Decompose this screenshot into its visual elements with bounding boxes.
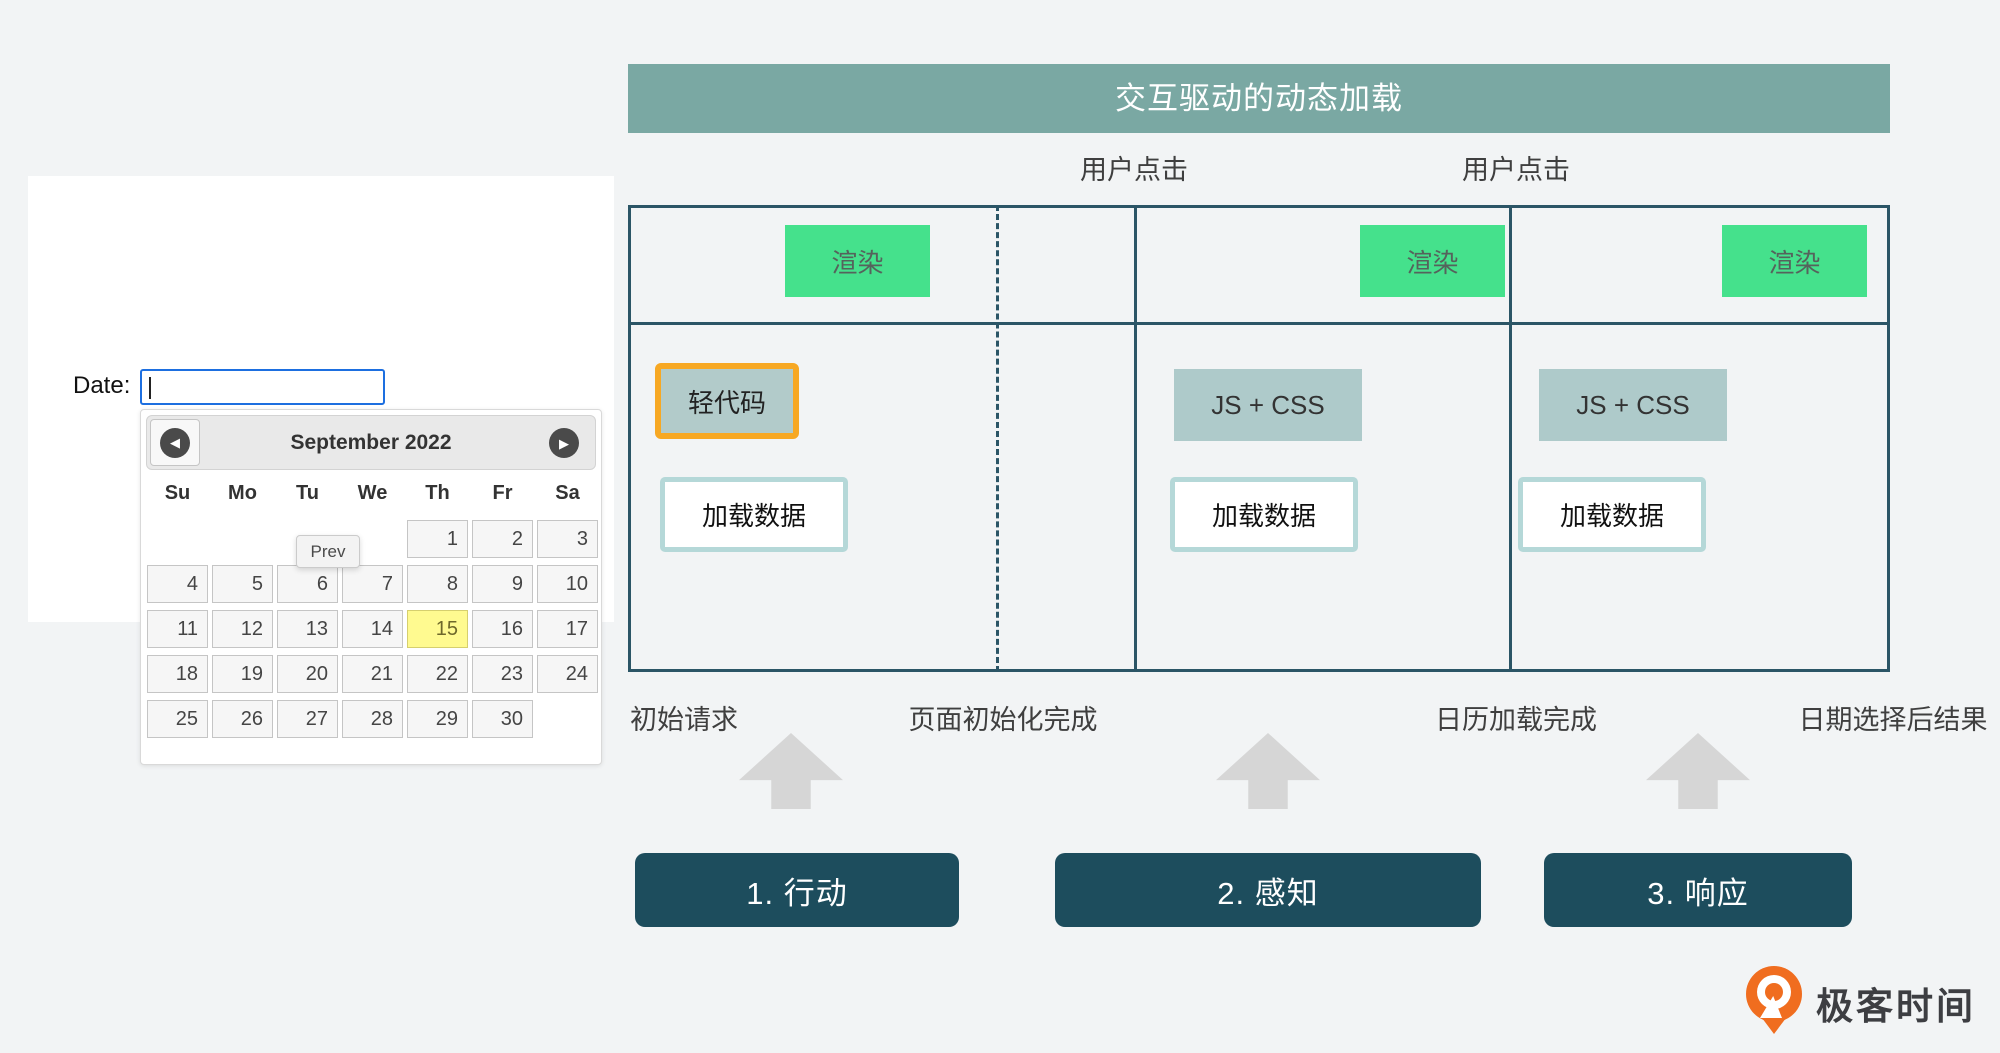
calendar-week-row: 11 12 13 14 15 16 17 — [147, 610, 598, 648]
day-cell[interactable]: 23 — [472, 655, 533, 693]
day-cell[interactable]: 9 — [472, 565, 533, 603]
calendar-week-row: 1 2 3 — [147, 520, 598, 558]
weekday-th: Th — [425, 482, 450, 504]
timeline-solid-divider-2 — [1509, 205, 1512, 672]
text-caret — [149, 377, 151, 399]
datepicker-panel: Date: ◀ September 2022 ▶ Su Mo Tu We Th … — [28, 176, 614, 765]
day-cell[interactable]: 22 — [407, 655, 468, 693]
day-cell[interactable]: 4 — [147, 565, 208, 603]
day-cell[interactable]: 11 — [147, 610, 208, 648]
timeline-horizontal-divider — [628, 322, 1890, 325]
weekday-sa: Sa — [555, 482, 580, 504]
geektime-logo-icon — [1746, 966, 1804, 1040]
up-arrow-icon-3 — [1646, 733, 1750, 809]
day-cell[interactable]: 10 — [537, 565, 598, 603]
milestone-initial-request: 初始请求 — [630, 705, 738, 735]
day-cell[interactable]: 27 — [277, 700, 338, 738]
day-cell[interactable]: 25 — [147, 700, 208, 738]
weekday-we: We — [357, 482, 388, 504]
day-cell[interactable]: 17 — [537, 610, 598, 648]
day-cell[interactable]: 26 — [212, 700, 273, 738]
day-cell[interactable]: 1 — [407, 520, 468, 558]
date-field-label: Date: — [73, 372, 131, 399]
day-cell[interactable]: 8 — [407, 565, 468, 603]
day-cell[interactable]: 13 — [277, 610, 338, 648]
calendar-week-row: 25 26 27 28 29 30 — [147, 700, 596, 738]
diagram-title-banner: 交互驱动的动态加载 — [628, 64, 1890, 133]
calendar-month-title: September 2022 — [290, 431, 452, 454]
weekday-tu: Tu — [296, 482, 319, 504]
load-data-box-lane3: 加载数据 — [1518, 477, 1706, 552]
circle-triangle-left-icon: ◀ — [160, 427, 190, 458]
day-cell[interactable]: 29 — [407, 700, 468, 738]
up-arrow-icon-1 — [739, 733, 843, 809]
day-cell[interactable]: 21 — [342, 655, 403, 693]
prev-month-button[interactable]: ◀ — [150, 419, 200, 466]
load-data-box-lane2: 加载数据 — [1170, 477, 1358, 552]
stage-label-perceive: 2. 感知 — [1055, 853, 1481, 927]
up-arrow-icon-2 — [1216, 733, 1320, 809]
circle-triangle-right-icon: ▶ — [549, 428, 579, 458]
milestone-calendar-loaded: 日历加载完成 — [1435, 705, 1597, 735]
geektime-logo-text: 极客时间 — [1816, 986, 1976, 1027]
stage-label-action: 1. 行动 — [635, 853, 959, 927]
milestone-page-init-done: 页面初始化完成 — [908, 705, 1098, 735]
day-cell[interactable]: 24 — [537, 655, 598, 693]
weekday-header-row: Su Mo Tu We Th Fr Sa — [147, 482, 596, 505]
day-cell[interactable]: 6 — [277, 565, 338, 603]
calendar-week-row: 18 19 20 21 22 23 24 — [147, 655, 598, 693]
js-css-box-lane3: JS + CSS — [1539, 369, 1727, 441]
prev-button-tooltip: Prev — [296, 535, 360, 568]
timeline-frame — [628, 205, 1890, 672]
calendar-week-row: 4 5 6 7 8 9 10 — [147, 565, 598, 603]
user-click-label-1: 用户点击 — [1080, 155, 1188, 185]
js-css-box-lane2: JS + CSS — [1174, 369, 1362, 441]
day-cell[interactable]: 3 — [537, 520, 598, 558]
datepicker-widget: ◀ September 2022 ▶ Su Mo Tu We Th Fr Sa … — [140, 409, 602, 765]
day-cell[interactable]: 18 — [147, 655, 208, 693]
day-cell[interactable]: 16 — [472, 610, 533, 648]
load-data-box-lane1: 加载数据 — [660, 477, 848, 552]
day-cell[interactable]: 14 — [342, 610, 403, 648]
render-box-lane2: 渲染 — [1360, 225, 1505, 297]
render-box-lane1: 渲染 — [785, 225, 930, 297]
day-cell[interactable]: 20 — [277, 655, 338, 693]
next-month-button[interactable]: ▶ — [545, 424, 583, 462]
light-code-box: 轻代码 — [655, 363, 799, 439]
day-cell[interactable]: 5 — [212, 565, 273, 603]
milestone-date-selected-result: 日期选择后结果 — [1798, 705, 1988, 735]
timeline-solid-divider-1 — [1134, 205, 1137, 672]
day-cell[interactable]: 19 — [212, 655, 273, 693]
weekday-su: Su — [164, 482, 191, 504]
user-click-label-2: 用户点击 — [1462, 155, 1570, 185]
day-cell[interactable]: 28 — [342, 700, 403, 738]
datepicker-header: ◀ September 2022 ▶ — [146, 415, 596, 470]
timeline-dashed-divider — [996, 205, 999, 672]
day-cell[interactable]: 12 — [212, 610, 273, 648]
day-cell[interactable]: 7 — [342, 565, 403, 603]
date-input[interactable] — [140, 369, 385, 405]
geektime-logo: 极客时间 — [1746, 966, 1976, 1040]
render-box-lane3: 渲染 — [1722, 225, 1867, 297]
weekday-mo: Mo — [228, 482, 257, 504]
day-cell[interactable]: 30 — [472, 700, 533, 738]
day-cell-selected[interactable]: 15 — [407, 610, 468, 648]
weekday-fr: Fr — [492, 482, 513, 504]
day-cell[interactable]: 2 — [472, 520, 533, 558]
stage-label-respond: 3. 响应 — [1544, 853, 1852, 927]
